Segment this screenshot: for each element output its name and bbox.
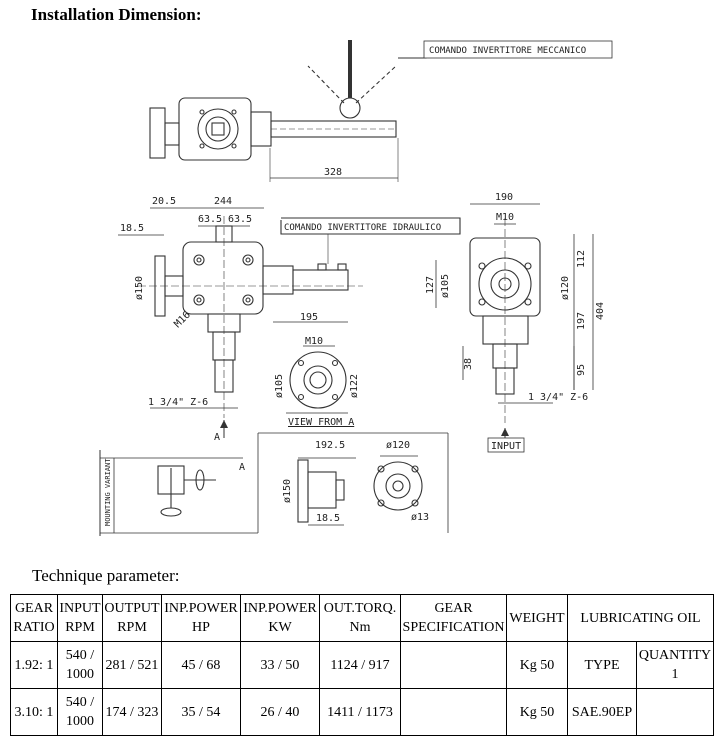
label-input: INPUT: [491, 441, 521, 452]
spline-left: 1 3/4" Z-6: [148, 397, 208, 408]
cell-weight: Kg 50: [506, 688, 568, 736]
front-view: [118, 207, 461, 438]
dim-127: 127: [425, 276, 436, 294]
cell-hp: 45 / 68: [161, 641, 241, 689]
cell-oil-type: TYPE: [567, 641, 637, 689]
label-view-from-a: VIEW FROM A: [288, 417, 354, 428]
cell-ratio: 3.10: 1: [10, 688, 58, 736]
cell-spec: [400, 641, 507, 689]
label-a-arrow: A: [214, 432, 220, 443]
cell-kw: 33 / 50: [240, 641, 320, 689]
dim-phi105-b: ø105: [440, 274, 451, 298]
dim-phi122: ø122: [349, 374, 360, 398]
dim-18-5-b: 18.5: [316, 513, 340, 524]
dim-m10-b: M10: [496, 212, 514, 223]
dim-phi120-b: ø120: [386, 440, 410, 451]
dim-192-5: 192.5: [315, 440, 345, 451]
label-hydraulic-reverser: COMANDO INVERTITORE IDRAULICO: [284, 223, 441, 233]
cell-input-rpm: 540 /1000: [57, 688, 103, 736]
dim-phi120-a: ø120: [560, 276, 571, 300]
header-weight: WEIGHT: [506, 594, 568, 642]
dim-95: 95: [576, 364, 587, 376]
dim-20-5: 20.5: [152, 196, 176, 207]
spline-right: 1 3/4" Z-6: [528, 392, 588, 403]
dim-m10-a: M10: [305, 336, 323, 347]
table-row: 3.10: 1 540 /1000 174 / 323 35 / 54 26 /…: [10, 688, 714, 736]
page-title: Installation Dimension:: [31, 5, 202, 24]
cell-kw: 26 / 40: [240, 688, 320, 736]
side-view: [435, 203, 594, 448]
cell-oil-type: SAE.90EP: [567, 688, 637, 736]
section-subtitle: Technique parameter:: [32, 566, 180, 585]
mounting-variant-sketch: [157, 465, 216, 517]
flange-view: [286, 345, 348, 414]
label-mounting-variant: MOUNTING VARIANT: [104, 458, 112, 526]
installation-drawing: COMANDO INVERTITORE MECCANICO 328 COMAND…: [98, 28, 628, 536]
bottom-flange-views: [297, 455, 423, 526]
header-out-torque: OUT.TORQ.Nm: [319, 594, 401, 642]
cell-output-rpm: 281 / 521: [102, 641, 162, 689]
dim-195: 195: [300, 312, 318, 323]
cell-output-rpm: 174 / 323: [102, 688, 162, 736]
cell-oil-quantity: [636, 688, 714, 736]
cell-hp: 35 / 54: [161, 688, 241, 736]
dim-m16: M16: [172, 310, 193, 331]
dim-190: 190: [495, 192, 513, 203]
table-row: 1.92: 1 540 /1000 281 / 521 45 / 68 33 /…: [10, 641, 714, 689]
dim-phi150-b: ø150: [282, 479, 293, 503]
dim-112: 112: [576, 250, 587, 268]
dim-244: 244: [214, 196, 232, 207]
dim-197: 197: [576, 312, 587, 330]
cell-ratio: 1.92: 1: [10, 641, 58, 689]
dim-38: 38: [463, 358, 474, 370]
cell-spec: [400, 688, 507, 736]
cell-torque: 1411 / 1173: [319, 688, 401, 736]
dim-63-5-b: 63.5: [228, 214, 252, 225]
label-a-small: A: [239, 462, 245, 473]
top-view: [149, 40, 518, 182]
dim-404: 404: [595, 302, 606, 320]
dim-328: 328: [324, 167, 342, 178]
dim-18-5: 18.5: [120, 223, 144, 234]
cell-torque: 1124 / 917: [319, 641, 401, 689]
label-mechanical-reverser: COMANDO INVERTITORE MECCANICO: [429, 46, 586, 56]
dim-phi105-a: ø105: [274, 374, 285, 398]
cell-input-rpm: 540 /1000: [57, 641, 103, 689]
dim-phi13: ø13: [411, 512, 429, 523]
dim-63-5-a: 63.5: [198, 214, 222, 225]
dim-phi150: ø150: [134, 276, 145, 300]
cell-weight: Kg 50: [506, 641, 568, 689]
header-lubricating-oil: LUBRICATING OIL: [567, 594, 714, 642]
